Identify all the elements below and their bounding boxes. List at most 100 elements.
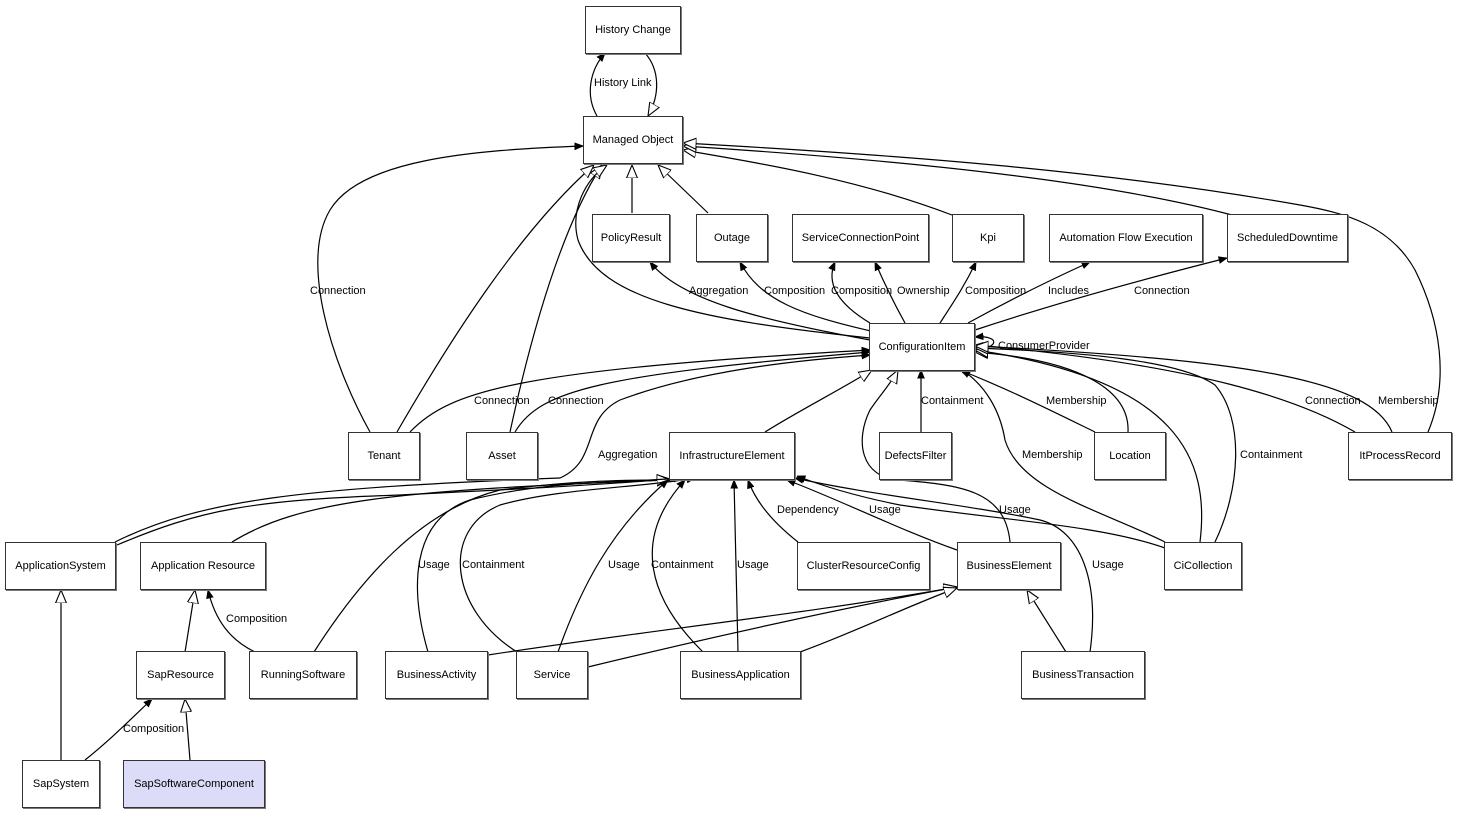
node-scheduled-downtime[interactable]: ScheduledDowntime bbox=[1227, 214, 1348, 262]
edge-cicoll-ci-membership bbox=[962, 370, 1166, 543]
edge-ci-scp-ownership bbox=[874, 262, 906, 324]
edge-history-link-up bbox=[589, 53, 605, 117]
edge-label-service-ie-usage: Usage bbox=[608, 559, 640, 571]
node-ci-collection[interactable]: CiCollection bbox=[1164, 542, 1242, 590]
edge-service-ie-usage bbox=[557, 480, 668, 653]
edge-label-cluster-ie-dependency: Dependency bbox=[777, 504, 839, 516]
edge-service-be-inherit bbox=[587, 587, 957, 668]
edge-label-bact-ie-usage: Usage bbox=[418, 559, 450, 571]
node-cluster-resource-config[interactable]: ClusterResourceConfig bbox=[797, 542, 930, 590]
node-infrastructure-element[interactable]: InfrastructureElement bbox=[669, 432, 795, 480]
edge-cicoll-ci-containment bbox=[975, 348, 1237, 543]
edge-itpr-ci-membership bbox=[975, 346, 1393, 433]
node-automation-flow-execution[interactable]: Automation Flow Execution bbox=[1049, 214, 1203, 262]
edge-label-ci-consumer-provider: ConsumerProvider bbox=[998, 340, 1090, 352]
edge-ie-ci-inherit bbox=[764, 370, 872, 433]
edge-label-cicoll-ci-containment: Containment bbox=[1240, 449, 1303, 461]
edge-label-service-ie-containment: Containment bbox=[462, 559, 525, 571]
edge-rs-ar-composition bbox=[208, 590, 256, 653]
edge-label-cicoll-ci-membership: Membership bbox=[1022, 449, 1083, 461]
edge-sapres-appres-inherit bbox=[184, 590, 195, 653]
node-running-software[interactable]: RunningSoftware bbox=[249, 651, 357, 699]
edge-label-itpr-ci-membership: Membership bbox=[1378, 395, 1439, 407]
node-it-process-record[interactable]: ItProcessRecord bbox=[1348, 432, 1452, 480]
edge-tenant-mo-inherit bbox=[396, 165, 594, 433]
edge-ssc-sapres-inherit bbox=[185, 699, 190, 761]
node-sap-system[interactable]: SapSystem bbox=[22, 760, 100, 808]
edge-ci-scp-composition bbox=[832, 262, 871, 324]
edge-label-ci-scp-composition: Composition bbox=[831, 285, 893, 297]
edge-ci-mo-inherit bbox=[575, 165, 871, 339]
node-tenant[interactable]: Tenant bbox=[348, 432, 420, 480]
edge-cicoll-ie-link bbox=[797, 475, 1166, 549]
edge-label-defects-ci-containment: Containment bbox=[921, 395, 984, 407]
node-business-transaction[interactable]: BusinessTransaction bbox=[1021, 651, 1145, 699]
edge-ci-policy-aggregation bbox=[650, 262, 871, 341]
edge-kpi-mo-inherit bbox=[683, 150, 953, 216]
edge-label-ci-sd-connection: Connection bbox=[1134, 285, 1190, 297]
node-policy-result[interactable]: PolicyResult bbox=[592, 214, 670, 262]
edge-label-tenant-ci-connection: Connection bbox=[474, 395, 530, 407]
edge-tenant-mo-connection bbox=[317, 146, 583, 433]
edge-bact-ie-usage bbox=[416, 478, 682, 653]
node-location[interactable]: Location bbox=[1094, 432, 1166, 480]
edge-be-ie-usage bbox=[787, 480, 958, 551]
node-business-application[interactable]: BusinessApplication bbox=[680, 651, 801, 699]
edge-label-bapp-ie-usage: Usage bbox=[737, 559, 769, 571]
node-sap-resource[interactable]: SapResource bbox=[136, 651, 225, 699]
edge-label-asset-ci-connection: Connection bbox=[548, 395, 604, 407]
edge-label-appsys-ci-aggregation: Aggregation bbox=[598, 449, 658, 461]
edge-asset-ci-connection bbox=[514, 352, 870, 433]
edge-label-ci-policy-aggregation: Aggregation bbox=[689, 285, 749, 297]
node-service[interactable]: Service bbox=[516, 651, 588, 699]
edge-label-bt-ie-usage: Usage bbox=[1092, 559, 1124, 571]
edge-bapp-ie-containment bbox=[651, 480, 704, 653]
node-configuration-item[interactable]: ConfigurationItem bbox=[869, 323, 975, 371]
edge-label-ci-scp-ownership: Ownership bbox=[897, 285, 950, 297]
node-kpi[interactable]: Kpi bbox=[952, 214, 1024, 262]
edge-ci-afe-includes bbox=[967, 261, 1090, 324]
node-sap-software-component[interactable]: SapSoftwareComponent bbox=[123, 760, 265, 808]
edge-appsys-ie-inherit-1 bbox=[116, 479, 670, 546]
edge-itpr-mo-inherit bbox=[683, 143, 1441, 433]
edge-label-itpr-ci-connection: Connection bbox=[1305, 395, 1361, 407]
edge-location-ci-inherit bbox=[975, 352, 1129, 433]
edge-label-bapp-ie-containment: Containment bbox=[651, 559, 714, 571]
edge-asset-mo-inherit bbox=[509, 165, 602, 433]
edge-ci-outage-composition bbox=[739, 262, 876, 333]
edge-rs-ie-inherit bbox=[313, 480, 670, 653]
edge-sapsys-sapres-composition bbox=[84, 699, 152, 761]
node-asset[interactable]: Asset bbox=[466, 432, 538, 480]
edge-ci-kpi-composition bbox=[939, 262, 977, 324]
node-business-activity[interactable]: BusinessActivity bbox=[385, 651, 488, 699]
node-history-change[interactable]: History Change bbox=[585, 6, 681, 54]
edge-label-rs-ar-composition: Composition bbox=[226, 613, 288, 625]
edge-tenant-ci-connection bbox=[409, 350, 870, 433]
node-managed-object[interactable]: Managed Object bbox=[583, 116, 683, 164]
node-outage[interactable]: Outage bbox=[696, 214, 768, 262]
node-defects-filter[interactable]: DefectsFilter bbox=[879, 432, 952, 480]
edge-bact-be-inherit bbox=[487, 587, 957, 656]
edge-ci-sd-connection bbox=[974, 258, 1227, 331]
node-service-connection-point[interactable]: ServiceConnectionPoint bbox=[792, 214, 929, 262]
edge-bt-be-inherit bbox=[1027, 590, 1067, 653]
edge-label-be-ie-usage: Usage bbox=[869, 504, 901, 516]
edge-bt-ie-usage bbox=[795, 478, 1094, 653]
edge-label-tenant-mo-connection: Connection bbox=[310, 285, 366, 297]
edge-bapp-ie-usage bbox=[734, 480, 739, 653]
edge-cluster-ie-dependency bbox=[748, 480, 799, 543]
edge-sd-mo-inherit bbox=[683, 146, 1233, 216]
edge-appsys-ci-aggregation bbox=[114, 355, 870, 543]
edge-label-ci-afe-includes: Includes bbox=[1048, 285, 1089, 297]
edge-itpr-ci-connection bbox=[975, 345, 1356, 433]
node-application-system[interactable]: ApplicationSystem bbox=[5, 542, 116, 590]
edge-label-location-ci-membership: Membership bbox=[1046, 395, 1107, 407]
edge-service-ie-containment bbox=[459, 478, 695, 653]
edge-label-ci-kpi-composition: Composition bbox=[965, 285, 1027, 297]
edge-label-ci-outage-composition: Composition bbox=[764, 285, 826, 297]
node-application-resource[interactable]: Application Resource bbox=[140, 542, 266, 590]
edge-bapp-be-inherit bbox=[799, 588, 957, 653]
node-business-element[interactable]: BusinessElement bbox=[957, 542, 1061, 590]
